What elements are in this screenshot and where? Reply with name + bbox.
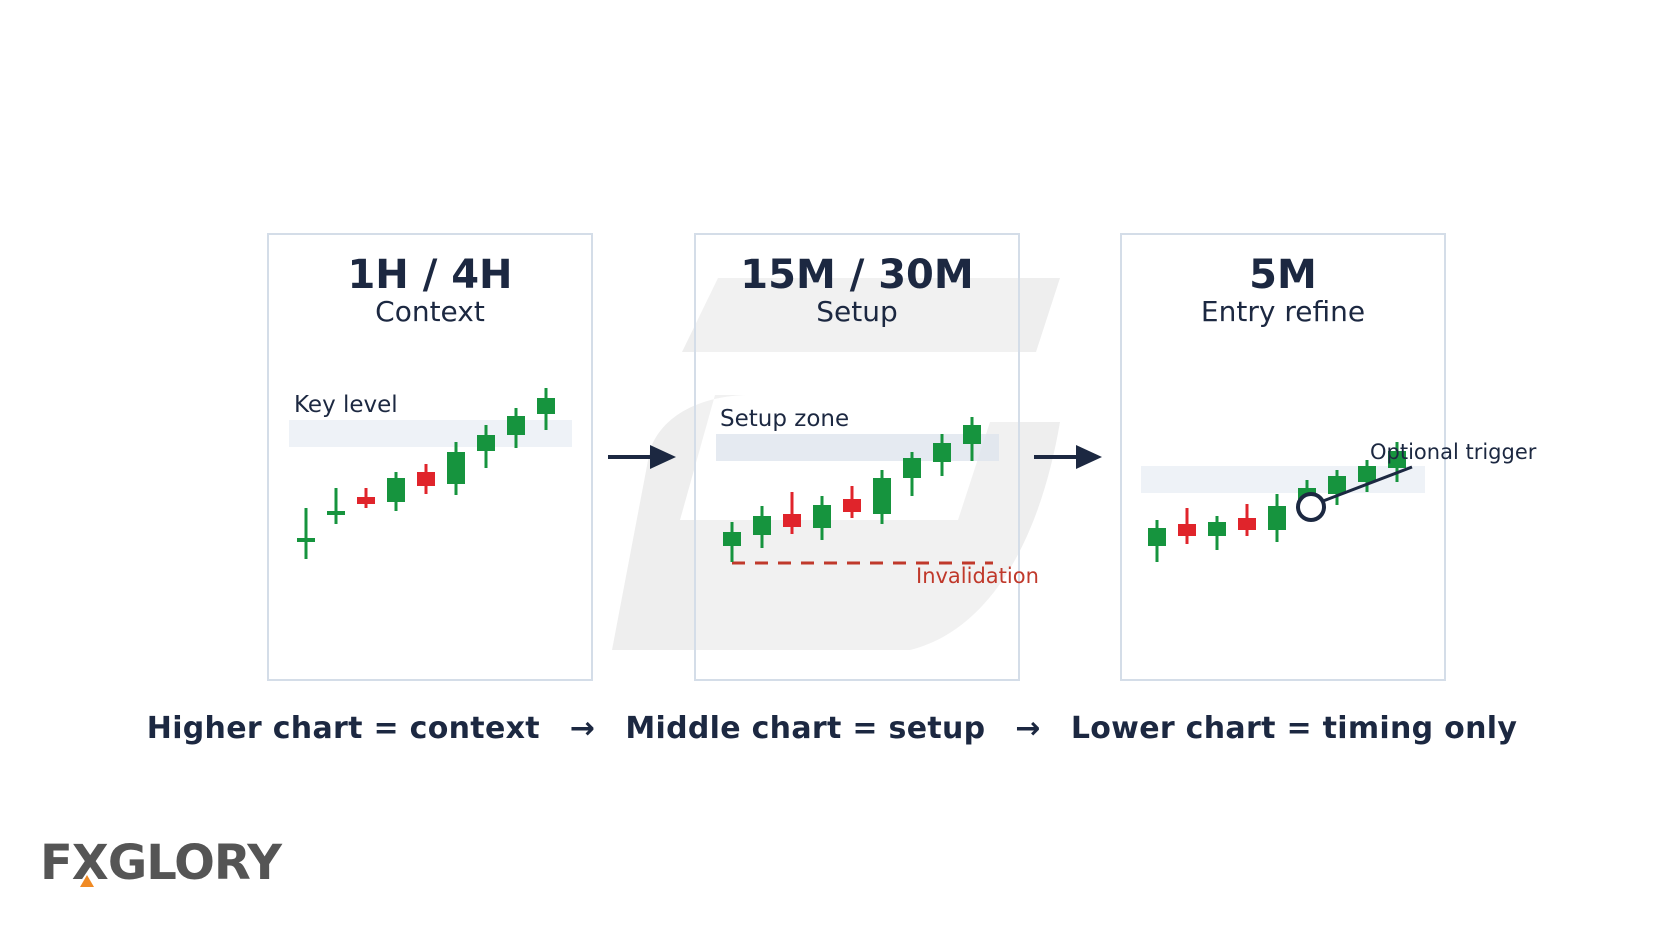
candle-group	[1148, 442, 1406, 562]
candle-body	[1148, 528, 1166, 546]
caption-lower: Lower chart = timing only	[1070, 710, 1518, 746]
candle-body	[297, 538, 315, 542]
candle-body	[1238, 518, 1256, 530]
candle-body	[327, 511, 345, 515]
bullish-candle	[1358, 460, 1376, 492]
summary-caption: Higher chart = context → Middle chart = …	[0, 704, 1664, 752]
candle-body	[843, 499, 861, 512]
candle-body	[933, 443, 951, 462]
bearish-candle	[843, 486, 861, 518]
candle-body	[1388, 451, 1406, 468]
bearish-candle	[357, 488, 375, 508]
candle-body	[753, 516, 771, 535]
right-arrow-icon	[1034, 445, 1102, 469]
bullish-candle	[297, 508, 315, 559]
key-level-label: Key level	[294, 392, 398, 418]
trigger-line	[1309, 465, 1413, 508]
logo-letter-x: X	[71, 835, 109, 891]
panel-title: 5M	[1249, 252, 1317, 298]
candle-group	[723, 417, 981, 562]
candle-body	[723, 532, 741, 546]
bullish-candle	[1388, 442, 1406, 482]
g-logo-watermark-icon	[612, 278, 1060, 650]
candle-body	[1208, 522, 1226, 536]
candle-body	[813, 505, 831, 528]
bearish-candle	[1178, 508, 1196, 544]
panel-frame	[267, 233, 593, 681]
panel-subtitle: Entry refine	[1201, 295, 1365, 328]
bullish-candle	[903, 452, 921, 496]
candle-body	[417, 472, 435, 486]
invalidation-label: Invalidation	[916, 564, 1039, 588]
panel-title: 15M / 30M	[740, 252, 973, 298]
panel-subtitle: Context	[375, 295, 485, 328]
panel-context: 1H / 4H Context Key level	[267, 233, 593, 681]
trigger-label: Optional trigger	[1370, 440, 1537, 464]
candle-body	[1328, 476, 1346, 494]
bullish-candle	[507, 408, 525, 448]
bullish-candle	[813, 496, 831, 540]
bullish-candle	[1148, 520, 1166, 562]
candle-body	[357, 497, 375, 504]
candle-body	[873, 478, 891, 514]
circle-marker-icon	[1296, 492, 1326, 522]
bullish-candle	[327, 488, 345, 524]
bullish-candle	[447, 442, 465, 495]
panel-subtitle: Setup	[816, 295, 898, 328]
bullish-candle	[477, 425, 495, 468]
caption-arrow-icon: →	[1015, 710, 1041, 746]
bullish-candle	[387, 472, 405, 511]
bullish-candle	[933, 434, 951, 476]
right-arrow-icon	[608, 445, 676, 469]
candle-body	[903, 458, 921, 478]
logo-letters-glory: GLORY	[107, 835, 282, 891]
setup-zone	[716, 434, 999, 461]
key-level-zone	[289, 420, 572, 447]
panel-title: 1H / 4H	[347, 252, 512, 298]
caption-higher: Higher chart = context	[146, 710, 540, 746]
logo-letter-f: F	[40, 835, 73, 891]
candle-body	[387, 478, 405, 502]
bullish-candle	[537, 388, 555, 430]
bullish-candle	[723, 522, 741, 562]
bullish-candle	[753, 506, 771, 548]
candle-body	[783, 514, 801, 527]
bearish-candle	[417, 464, 435, 494]
candle-body	[963, 425, 981, 444]
panel-setup: 15M / 30M Setup Setup zone Invalidation	[694, 233, 1039, 681]
bullish-candle	[1268, 494, 1286, 542]
bearish-candle	[1238, 504, 1256, 536]
caption-middle: Middle chart = setup	[625, 710, 986, 746]
candle-body	[507, 416, 525, 435]
logo-accent-icon	[79, 875, 94, 887]
panel-entry: 5M Entry refine Optional trigger	[1120, 233, 1537, 681]
bullish-candle	[873, 470, 891, 524]
bearish-candle	[783, 492, 801, 534]
caption-arrow-icon: →	[569, 710, 596, 746]
candle-body	[1178, 524, 1196, 536]
candle-body	[447, 452, 465, 484]
bullish-candle	[963, 417, 981, 461]
bullish-candle	[1208, 516, 1226, 550]
candle-body	[1358, 466, 1376, 482]
candle-body	[477, 435, 495, 451]
candle-group	[297, 388, 555, 559]
candle-body	[1268, 506, 1286, 530]
candle-body	[537, 398, 555, 414]
setup-zone-label: Setup zone	[720, 406, 849, 432]
bullish-candle	[1328, 470, 1346, 505]
